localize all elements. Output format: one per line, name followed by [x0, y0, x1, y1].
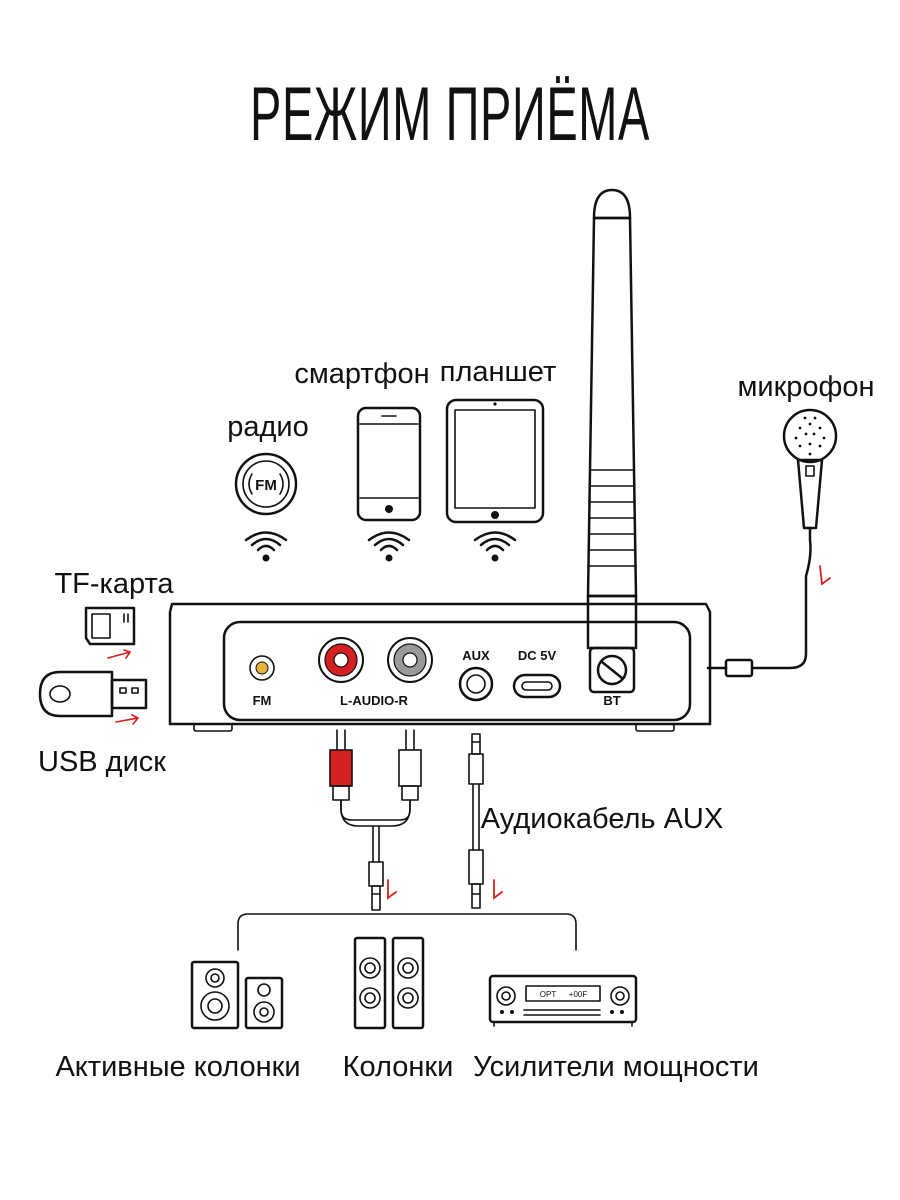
speakers-icon — [353, 936, 425, 1030]
arrow-microphone — [819, 565, 831, 586]
fm-badge-text: FM — [255, 477, 277, 494]
usb-drive-icon — [38, 670, 148, 718]
port-label-fm: FM — [253, 693, 272, 708]
label-usb-disk: USB диск — [38, 746, 166, 778]
arrow-rca-cable — [387, 879, 397, 900]
wireless-signal-icon-tablet — [473, 531, 517, 562]
port-label-aux: AUX — [462, 648, 490, 663]
label-amplifiers: Усилители мощности — [473, 1051, 759, 1083]
label-active-speakers: Активные колонки — [55, 1051, 300, 1083]
arrow-aux-cable — [493, 879, 503, 900]
wireless-signal-icon-radio — [244, 531, 288, 562]
fm-port — [249, 655, 275, 681]
wireless-signal-icon-smartphone — [367, 531, 411, 562]
label-tablet: планшет — [440, 356, 556, 388]
rca-left-port — [318, 637, 364, 683]
tf-card-icon — [84, 606, 136, 646]
amp-display-right: +00F — [569, 990, 588, 999]
label-radio: радио — [227, 411, 309, 443]
active-speakers-icon — [190, 960, 284, 1030]
antenna-icon — [586, 188, 638, 694]
fm-radio-icon: FM — [234, 452, 298, 516]
port-label-audio: L-AUDIO-R — [340, 693, 408, 708]
aux-cable — [468, 733, 484, 909]
tablet-icon — [445, 398, 545, 524]
microphone-icon — [706, 408, 838, 678]
arrow-tf-card — [107, 649, 132, 659]
label-aux-cable: Аудиокабель AUX — [481, 803, 723, 835]
label-microphone: микрофон — [737, 371, 874, 403]
rca-right-port — [387, 637, 433, 683]
amplifier-icon: OPT +00F — [488, 974, 638, 1027]
output-bracket — [237, 913, 577, 951]
aux-port — [458, 666, 494, 702]
port-label-bt: BT — [603, 693, 620, 708]
port-label-dc: DC 5V — [518, 648, 557, 663]
rca-cable — [329, 729, 422, 911]
smartphone-icon — [356, 406, 422, 522]
arrow-usb — [115, 714, 140, 725]
amp-display-left: OPT — [540, 990, 557, 999]
dc-power-port — [512, 673, 562, 699]
label-tf-card: TF-карта — [54, 568, 174, 600]
label-speakers: Колонки — [343, 1051, 454, 1083]
label-smartphone: смартфон — [294, 358, 429, 390]
page-title: РЕЖИМ ПРИЁМА — [250, 72, 650, 157]
receiver-device: FM L-AUDIO-R AUX DC 5V BT — [168, 602, 712, 732]
